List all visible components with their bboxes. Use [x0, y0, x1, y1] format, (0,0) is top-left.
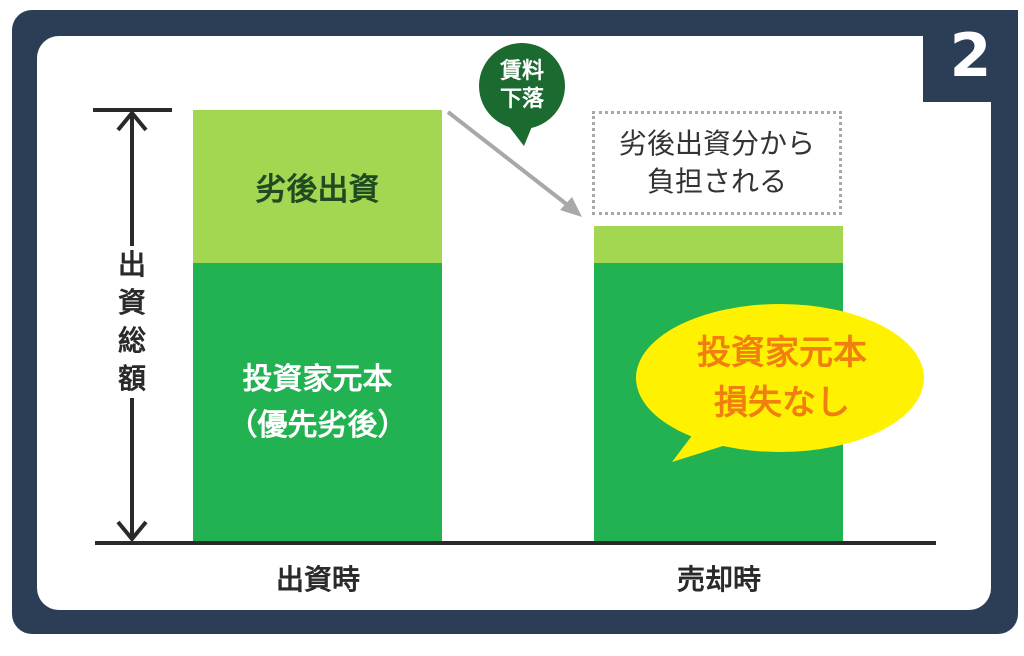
bar-2-top-segment — [594, 226, 843, 263]
subordinated-loss-callout: 劣後出資分から 負担される — [592, 111, 842, 215]
total-investment-label: 出 資 総 額 — [110, 246, 154, 398]
bar-1-bottom-segment — [193, 263, 442, 543]
bar-1-xlabel: 出資時 — [275, 563, 360, 596]
bar-1-top-label: 劣後出資 — [255, 172, 380, 208]
speech-bubble-shape — [636, 304, 924, 462]
rent-bubble-tail — [507, 124, 533, 146]
bar-1-bottom-label: 投資家元本 （優先劣後） — [227, 362, 408, 443]
bar-2-xlabel: 売却時 — [676, 563, 761, 596]
rent-drop-bubble: 賃料 下落 — [479, 43, 565, 129]
step-number-badge: 2 — [923, 10, 1018, 102]
decline-arrow — [446, 110, 582, 217]
no-loss-bubble-text: 投資家元本 損失なし — [697, 333, 867, 423]
bar-1-top-segment — [193, 110, 442, 263]
baseline — [95, 541, 936, 545]
